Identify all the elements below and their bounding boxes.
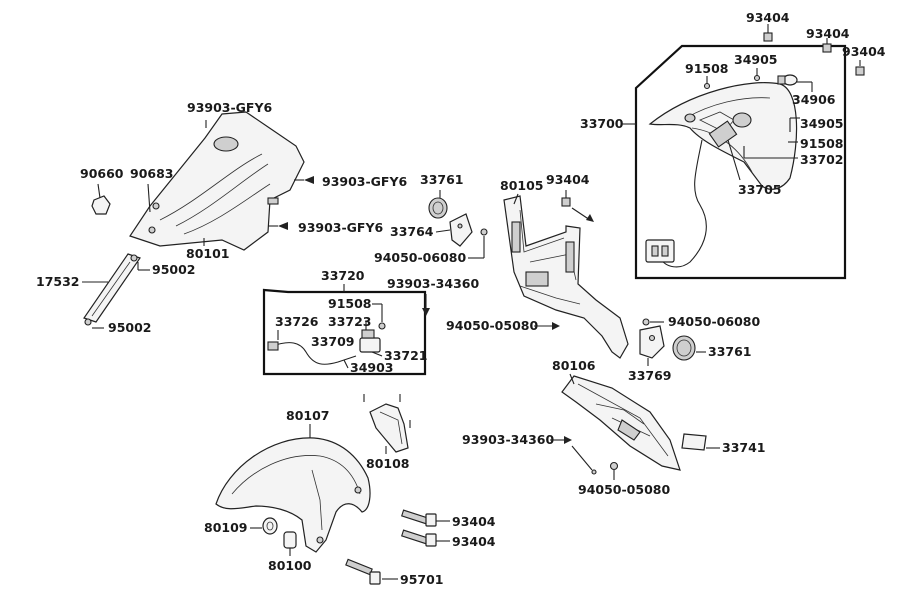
label-93903-gfy6-c: 93903-GFY6	[298, 220, 384, 235]
label-33761-a: 33761	[420, 172, 464, 187]
label-90683: 90683	[130, 166, 174, 181]
label-93404-f: 93404	[452, 534, 496, 549]
label-91508-b: 91508	[800, 136, 844, 151]
label-17532: 17532	[36, 274, 80, 289]
clip-90660	[91, 195, 111, 215]
label-33700: 33700	[580, 116, 624, 131]
label-93903-34360-b: 93903-34360	[462, 432, 554, 447]
label-33720: 33720	[321, 268, 365, 283]
bracket-33764	[449, 213, 473, 247]
label-33761-b: 33761	[708, 344, 752, 359]
rear-bracket-80105	[503, 195, 629, 359]
label-33709: 33709	[311, 334, 355, 349]
reflector-33761-upper	[428, 197, 448, 219]
label-93404-b: 93404	[806, 26, 850, 41]
label-80106: 80106	[552, 358, 596, 373]
screw-93404-c	[855, 60, 865, 76]
label-95002-a: 95002	[152, 262, 196, 277]
label-33702: 33702	[800, 152, 844, 167]
screw-93404-b	[822, 38, 832, 53]
label-80107: 80107	[286, 408, 330, 423]
label-33721: 33721	[384, 348, 428, 363]
label-93404-c: 93404	[842, 44, 886, 59]
front-fender-80107	[215, 437, 371, 553]
tail-light-assembly-group	[634, 24, 865, 280]
label-34905-b: 34905	[800, 116, 844, 131]
label-90660: 90660	[80, 166, 124, 181]
tail-light-box	[634, 44, 847, 280]
label-91508-a: 91508	[685, 61, 729, 76]
label-80100: 80100	[268, 558, 312, 573]
under-cover-80101	[129, 111, 305, 251]
label-34903: 34903	[350, 360, 394, 375]
plate-33741	[681, 433, 707, 451]
bolt-93404-f	[401, 529, 437, 547]
collar-80109	[262, 517, 278, 535]
label-33726: 33726	[275, 314, 319, 329]
label-80101: 80101	[186, 246, 230, 261]
label-93903-gfy6-b: 93903-GFY6	[322, 174, 408, 189]
label-33769: 33769	[628, 368, 672, 383]
rear-fender-80106	[561, 375, 681, 471]
license-light-box-group	[262, 288, 427, 376]
bolt-93404-e	[401, 509, 437, 527]
collar-80100	[283, 531, 297, 549]
screw-93404-a	[763, 24, 773, 42]
license-light-box	[262, 288, 427, 376]
label-94050-06080-b: 94050-06080	[668, 314, 760, 329]
bolt-95701	[345, 558, 381, 585]
label-33723: 33723	[328, 314, 372, 329]
label-93404-e: 93404	[452, 514, 496, 529]
label-33705: 33705	[738, 182, 782, 197]
label-94050-05080-a: 94050-05080	[446, 318, 538, 333]
label-33764: 33764	[390, 224, 434, 239]
label-93404-d: 93404	[546, 172, 590, 187]
label-94050-05080-b: 94050-05080	[578, 482, 670, 497]
strip-17532	[83, 253, 141, 326]
label-34906: 34906	[792, 92, 836, 107]
label-91508-c: 91508	[328, 296, 372, 311]
bracket-80108	[363, 394, 411, 453]
label-95701: 95701	[400, 572, 444, 587]
bracket-33769	[639, 325, 665, 359]
label-34905-a: 34905	[734, 52, 778, 67]
label-93903-34360-a: 93903-34360	[387, 276, 479, 291]
label-95002-b: 95002	[108, 320, 152, 335]
reflector-33761-lower	[672, 335, 696, 361]
label-94050-06080-a: 94050-06080	[374, 250, 466, 265]
label-80105: 80105	[500, 178, 544, 193]
label-80108: 80108	[366, 456, 410, 471]
label-93404-a: 93404	[746, 10, 790, 25]
label-93903-gfy6-a: 93903-GFY6	[187, 100, 273, 115]
label-33741: 33741	[722, 440, 766, 455]
label-80109: 80109	[204, 520, 248, 535]
